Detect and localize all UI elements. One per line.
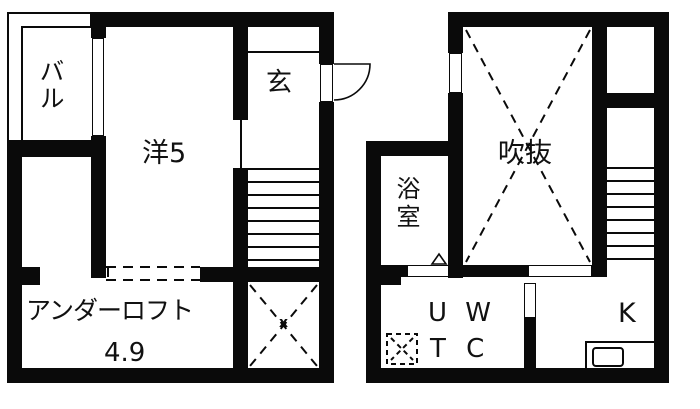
r-wall-atrium-right xyxy=(592,12,607,277)
uwc-door xyxy=(524,283,536,318)
r-wall-left-mid xyxy=(448,93,463,278)
sink-icon xyxy=(592,347,624,367)
balcony-inner-bottom xyxy=(7,140,92,142)
r-wall-atrium-bottom xyxy=(448,265,528,277)
bath-step-triangle xyxy=(430,252,448,265)
r-wall-bath-top xyxy=(366,141,463,156)
wall-balcony-room xyxy=(91,12,106,38)
entrance-door-swing xyxy=(333,63,371,101)
wall-right xyxy=(319,12,334,64)
wall-balcony-bottom xyxy=(7,142,106,157)
wall-loft-right xyxy=(200,267,320,282)
atrium-window xyxy=(449,53,462,93)
under-loft-size: 4.9 xyxy=(104,338,146,368)
r-wall-bath-bottom-left xyxy=(381,265,407,277)
room-entrance-door-line xyxy=(240,120,242,168)
wall-right-lower xyxy=(319,102,334,383)
balcony-inner-left xyxy=(21,26,23,142)
wall-left-stub xyxy=(20,267,40,285)
wall-bottom xyxy=(7,368,334,383)
balcony-inner-top xyxy=(21,26,91,28)
r-wall-left-upper xyxy=(448,12,463,53)
wall-left xyxy=(7,142,22,383)
balcony-label: バル xyxy=(36,58,65,112)
loft-dashed-line xyxy=(106,266,200,281)
atrium-label: 吹抜 xyxy=(498,138,552,169)
under-loft-label: アンダーロフト xyxy=(26,296,194,325)
atrium-kitchen-opening xyxy=(528,265,592,277)
balcony-outline-left xyxy=(7,12,9,142)
left-stairs xyxy=(248,168,319,261)
r-wall-closet-bottom xyxy=(607,93,654,108)
void-cross xyxy=(249,284,318,367)
void-symbol: x xyxy=(279,315,289,331)
wall-balcony-room-lower xyxy=(91,136,106,278)
floor-drain-icon xyxy=(386,333,418,365)
r-wall-left xyxy=(366,141,381,383)
r-wall-uwc-stub xyxy=(381,277,401,285)
kitchen-label: K xyxy=(618,298,636,329)
balcony-window xyxy=(92,38,104,136)
kitchen-counter xyxy=(585,341,655,369)
utility-wc-row2: T C xyxy=(430,334,485,364)
utility-wc-row1: U W xyxy=(428,298,492,328)
balcony-outline-top xyxy=(7,12,100,14)
wall-top xyxy=(90,12,333,27)
bathroom-label: 浴室 xyxy=(392,176,420,232)
western-room-label: 洋5 xyxy=(142,138,187,169)
right-stairs xyxy=(607,167,654,260)
entrance-door-frame xyxy=(320,64,333,102)
wall-room-entrance xyxy=(233,12,248,120)
r-wall-bottom xyxy=(366,368,669,383)
entrance-label: 玄 xyxy=(266,68,293,98)
r-wall-top xyxy=(448,12,669,27)
entrance-step-line xyxy=(248,51,319,53)
r-wall-right xyxy=(654,12,669,383)
r-wall-uwc-kitchen xyxy=(524,318,536,378)
atrium-cross xyxy=(465,29,591,263)
